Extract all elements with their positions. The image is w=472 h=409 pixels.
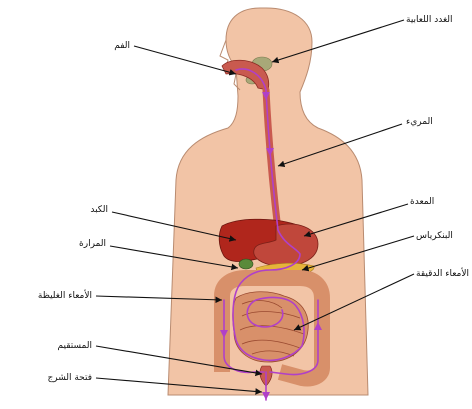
gallbladder: [239, 259, 253, 269]
label-large-intestine: الأمعاء الغليظة: [38, 289, 92, 301]
label-liver: الكبد: [90, 205, 108, 215]
label-anus: فتحة الشرج: [47, 373, 92, 383]
label-small-intestine: الأمعاء الدقيقة: [416, 267, 469, 279]
label-stomach: المعدة: [410, 197, 434, 207]
label-esophagus: المريء: [406, 117, 433, 127]
label-rectum: المستقيم: [58, 341, 92, 351]
label-gallbladder: المرارة: [79, 239, 106, 249]
label-mouth: الفم: [114, 41, 130, 51]
label-pancreas: البنكرياس: [416, 231, 453, 241]
callout-mouth: [134, 46, 236, 74]
label-salivary-glands: الغدد اللعابية: [406, 15, 453, 25]
